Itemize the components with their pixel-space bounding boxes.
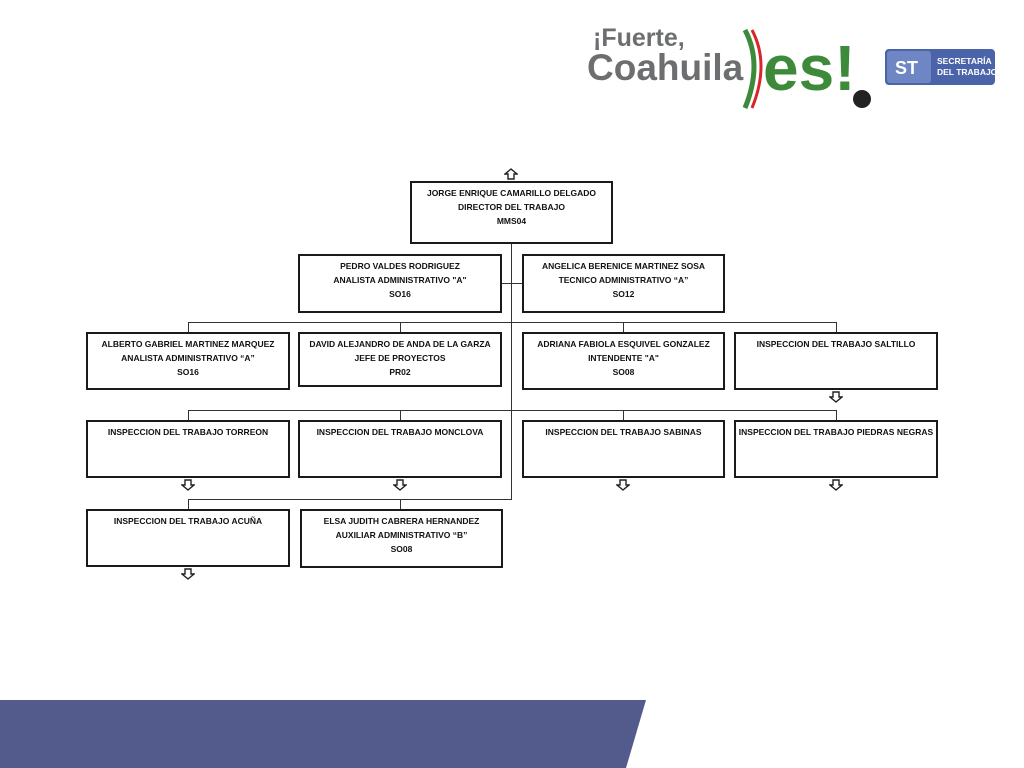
connector-row3-drop [623, 410, 624, 420]
arrow-down-icon [829, 391, 843, 403]
org-box: INSPECCION DEL TRABAJO ACUÑA [86, 509, 290, 567]
org-box: INSPECCION DEL TRABAJO TORREON [86, 420, 290, 478]
org-box-code: SO08 [390, 544, 413, 554]
org-box: ADRIANA FABIOLA ESQUIVEL GONZALEZ INTEND… [522, 332, 725, 390]
arrow-down-icon [393, 479, 407, 491]
org-box-title: AUXILIAR ADMINISTRATIVO “B” [335, 530, 468, 540]
org-box-code: SO08 [612, 367, 635, 377]
org-box: INSPECCION DEL TRABAJO MONCLOVA [298, 420, 502, 478]
director-name: JORGE ENRIQUE CAMARILLO DELGADO [426, 188, 597, 198]
director-box: JORGE ENRIQUE CAMARILLO DELGADO DIRECTOR… [410, 181, 613, 244]
logo-swoosh-green [742, 28, 757, 109]
director-title: DIRECTOR DEL TRABAJO [458, 202, 565, 212]
connector-row4-drop [188, 499, 189, 509]
director-code: MMS04 [496, 216, 527, 226]
org-box: INSPECCION DEL TRABAJO SALTILLO [734, 332, 938, 390]
org-box-name: ALBERTO GABRIEL MARTINEZ MARQUEZ [101, 339, 275, 349]
fuerte-coahuila-logo: ¡Fuerte, Coahuila es! ST SECRETARÍA DEL … [587, 24, 998, 109]
org-box-title: JEFE DE PROYECTOS [354, 353, 446, 363]
org-box: INSPECCION DEL TRABAJO PIEDRAS NEGRAS [734, 420, 938, 478]
logo-line2: Coahuila [587, 47, 744, 88]
org-box-name: INSPECCION DEL TRABAJO SABINAS [545, 427, 702, 437]
staff-right-title: TECNICO ADMINISTRATIVO “A” [558, 275, 689, 285]
org-box-name: INSPECCION DEL TRABAJO SALTILLO [756, 339, 916, 349]
org-box-name: DAVID ALEJANDRO DE ANDA DE LA GARZA [309, 339, 491, 349]
org-box-code: PR02 [389, 367, 411, 377]
connector-row4-bus [188, 499, 512, 500]
org-box: ELSA JUDITH CABRERA HERNANDEZ AUXILIAR A… [300, 509, 503, 568]
org-box-name: INSPECCION DEL TRABAJO ACUÑA [113, 516, 263, 526]
connector-row3-drop [188, 410, 189, 420]
logo-dot-icon [853, 90, 871, 108]
logo-line1: ¡Fuerte, [593, 24, 685, 52]
staff-left-title: ANALISTA ADMINISTRATIVO "A" [333, 275, 467, 285]
st-line1: SECRETARÍA [937, 56, 992, 66]
connector-row4-drop [400, 499, 401, 509]
staff-right-name: ANGELICA BERENICE MARTINEZ SOSA [541, 261, 706, 271]
connector-row2-drop [836, 322, 837, 332]
footer-band [0, 700, 646, 768]
staff-left-name: PEDRO VALDES RODRIGUEZ [340, 261, 460, 271]
org-box-name: ADRIANA FABIOLA ESQUIVEL GONZALEZ [537, 339, 710, 349]
arrow-down-icon [181, 568, 195, 580]
connector-row2-bus [188, 322, 836, 323]
arrow-down-icon [829, 479, 843, 491]
connector-row3-drop [400, 410, 401, 420]
org-box: DAVID ALEJANDRO DE ANDA DE LA GARZA JEFE… [298, 332, 502, 387]
org-box-name: INSPECCION DEL TRABAJO TORREON [107, 427, 269, 437]
org-box-name: INSPECCION DEL TRABAJO PIEDRAS NEGRAS [738, 427, 934, 437]
st-line2: DEL TRABAJO [937, 67, 998, 77]
org-box: ALBERTO GABRIEL MARTINEZ MARQUEZ ANALIST… [86, 332, 290, 390]
staff-box-left: PEDRO VALDES RODRIGUEZ ANALISTA ADMINIST… [298, 254, 502, 313]
staff-right-code: SO12 [612, 289, 635, 299]
connector-row2-drop [188, 322, 189, 332]
connector-row2-drop [623, 322, 624, 332]
connector-row3-drop [836, 410, 837, 420]
org-box-code: SO16 [177, 367, 199, 377]
staff-left-code: SO16 [389, 289, 411, 299]
connector-trunk [511, 244, 512, 500]
connector-staff-right [512, 283, 522, 284]
org-box-title: INTENDENTE "A" [588, 353, 659, 363]
logo-swoosh-red [750, 29, 763, 109]
staff-box-right: ANGELICA BERENICE MARTINEZ SOSA TECNICO … [522, 254, 725, 313]
st-badge-label: ST [895, 58, 918, 78]
arrow-down-icon [616, 479, 630, 491]
connector-row3-bus [188, 410, 836, 411]
org-box-name: ELSA JUDITH CABRERA HERNANDEZ [323, 516, 480, 526]
org-box-title: ANALISTA ADMINISTRATIVO “A” [121, 353, 255, 363]
st-badge-inner [887, 51, 931, 83]
connector-staff-left [502, 283, 511, 284]
org-box-name: INSPECCION DEL TRABAJO MONCLOVA [316, 427, 484, 437]
arrow-down-icon [181, 479, 195, 491]
org-box: INSPECCION DEL TRABAJO SABINAS [522, 420, 725, 478]
arrow-up-icon [504, 168, 518, 180]
connector-row2-drop [400, 322, 401, 332]
logo-es: es! [763, 32, 856, 104]
